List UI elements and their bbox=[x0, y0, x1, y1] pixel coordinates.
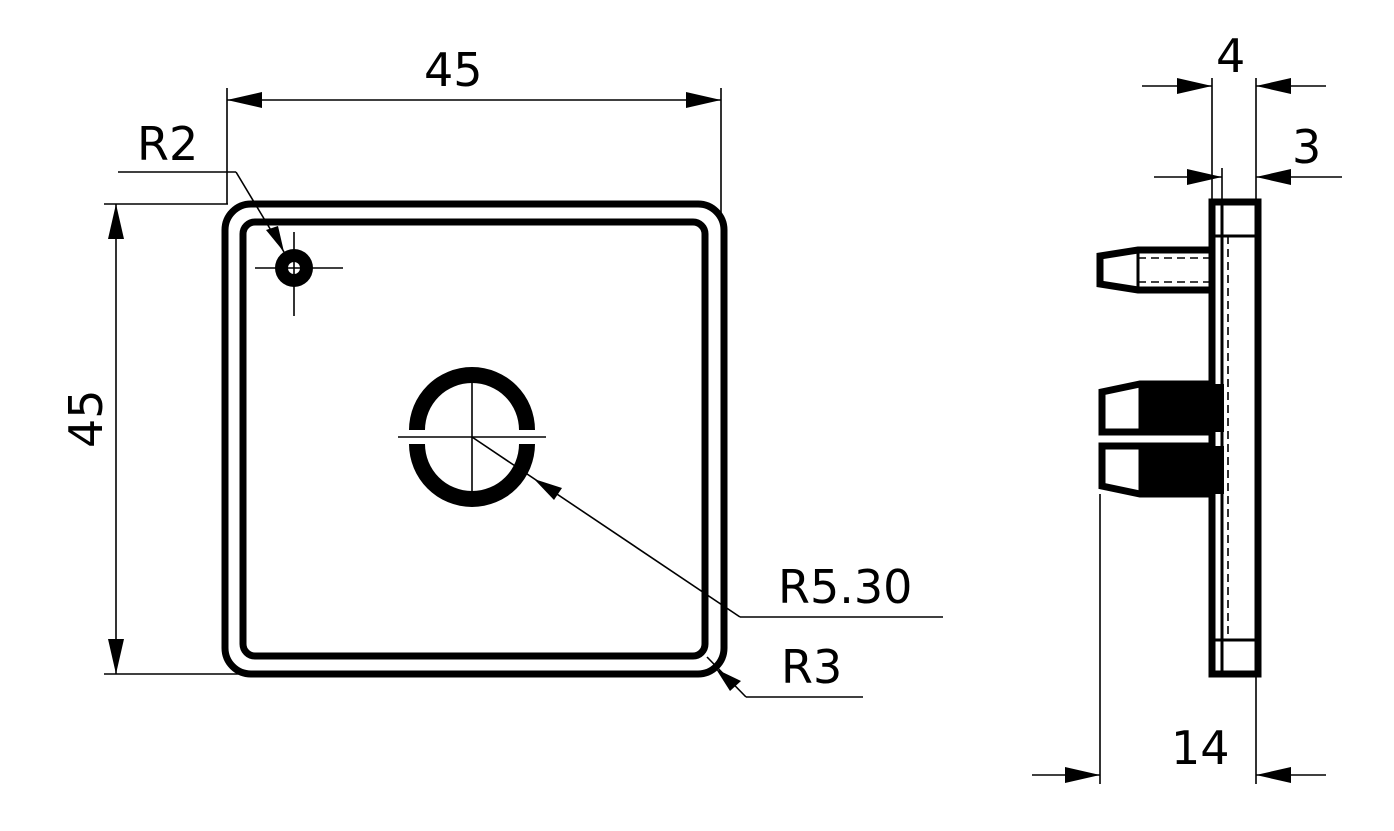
dim-side-4-label: 4 bbox=[1216, 29, 1245, 83]
dim-side-14-label: 14 bbox=[1171, 721, 1230, 775]
dim-side-4: 4 bbox=[1142, 29, 1326, 200]
dim-width-label: 45 bbox=[424, 43, 483, 97]
side-small-pin bbox=[1096, 246, 1212, 294]
corner-hole bbox=[255, 232, 343, 316]
r3-label: R3 bbox=[781, 640, 842, 694]
dim-height-label: 45 bbox=[59, 389, 113, 448]
plate-inner-outline bbox=[239, 218, 709, 660]
r2-label: R2 bbox=[137, 117, 198, 171]
dim-side-14: 14 bbox=[1032, 494, 1326, 784]
side-boss-upper bbox=[1098, 380, 1224, 436]
side-plate bbox=[1208, 198, 1262, 678]
plate-outer-outline bbox=[221, 200, 728, 678]
front-view: 45 45 R2 R5.30 bbox=[59, 43, 943, 698]
leader-r530: R5.30 bbox=[471, 436, 943, 618]
center-boss bbox=[398, 367, 546, 507]
dim-width-top: 45 bbox=[226, 43, 722, 220]
dim-side-3-label: 3 bbox=[1292, 120, 1321, 174]
leader-r3: R3 bbox=[706, 640, 863, 698]
dim-side-3: 3 bbox=[1154, 120, 1342, 200]
side-boss-lower bbox=[1098, 442, 1224, 498]
r530-label: R5.30 bbox=[778, 560, 912, 614]
leader-r2: R2 bbox=[118, 117, 285, 253]
side-view: 4 3 14 bbox=[1032, 29, 1342, 784]
dim-height-left: 45 bbox=[59, 203, 240, 675]
